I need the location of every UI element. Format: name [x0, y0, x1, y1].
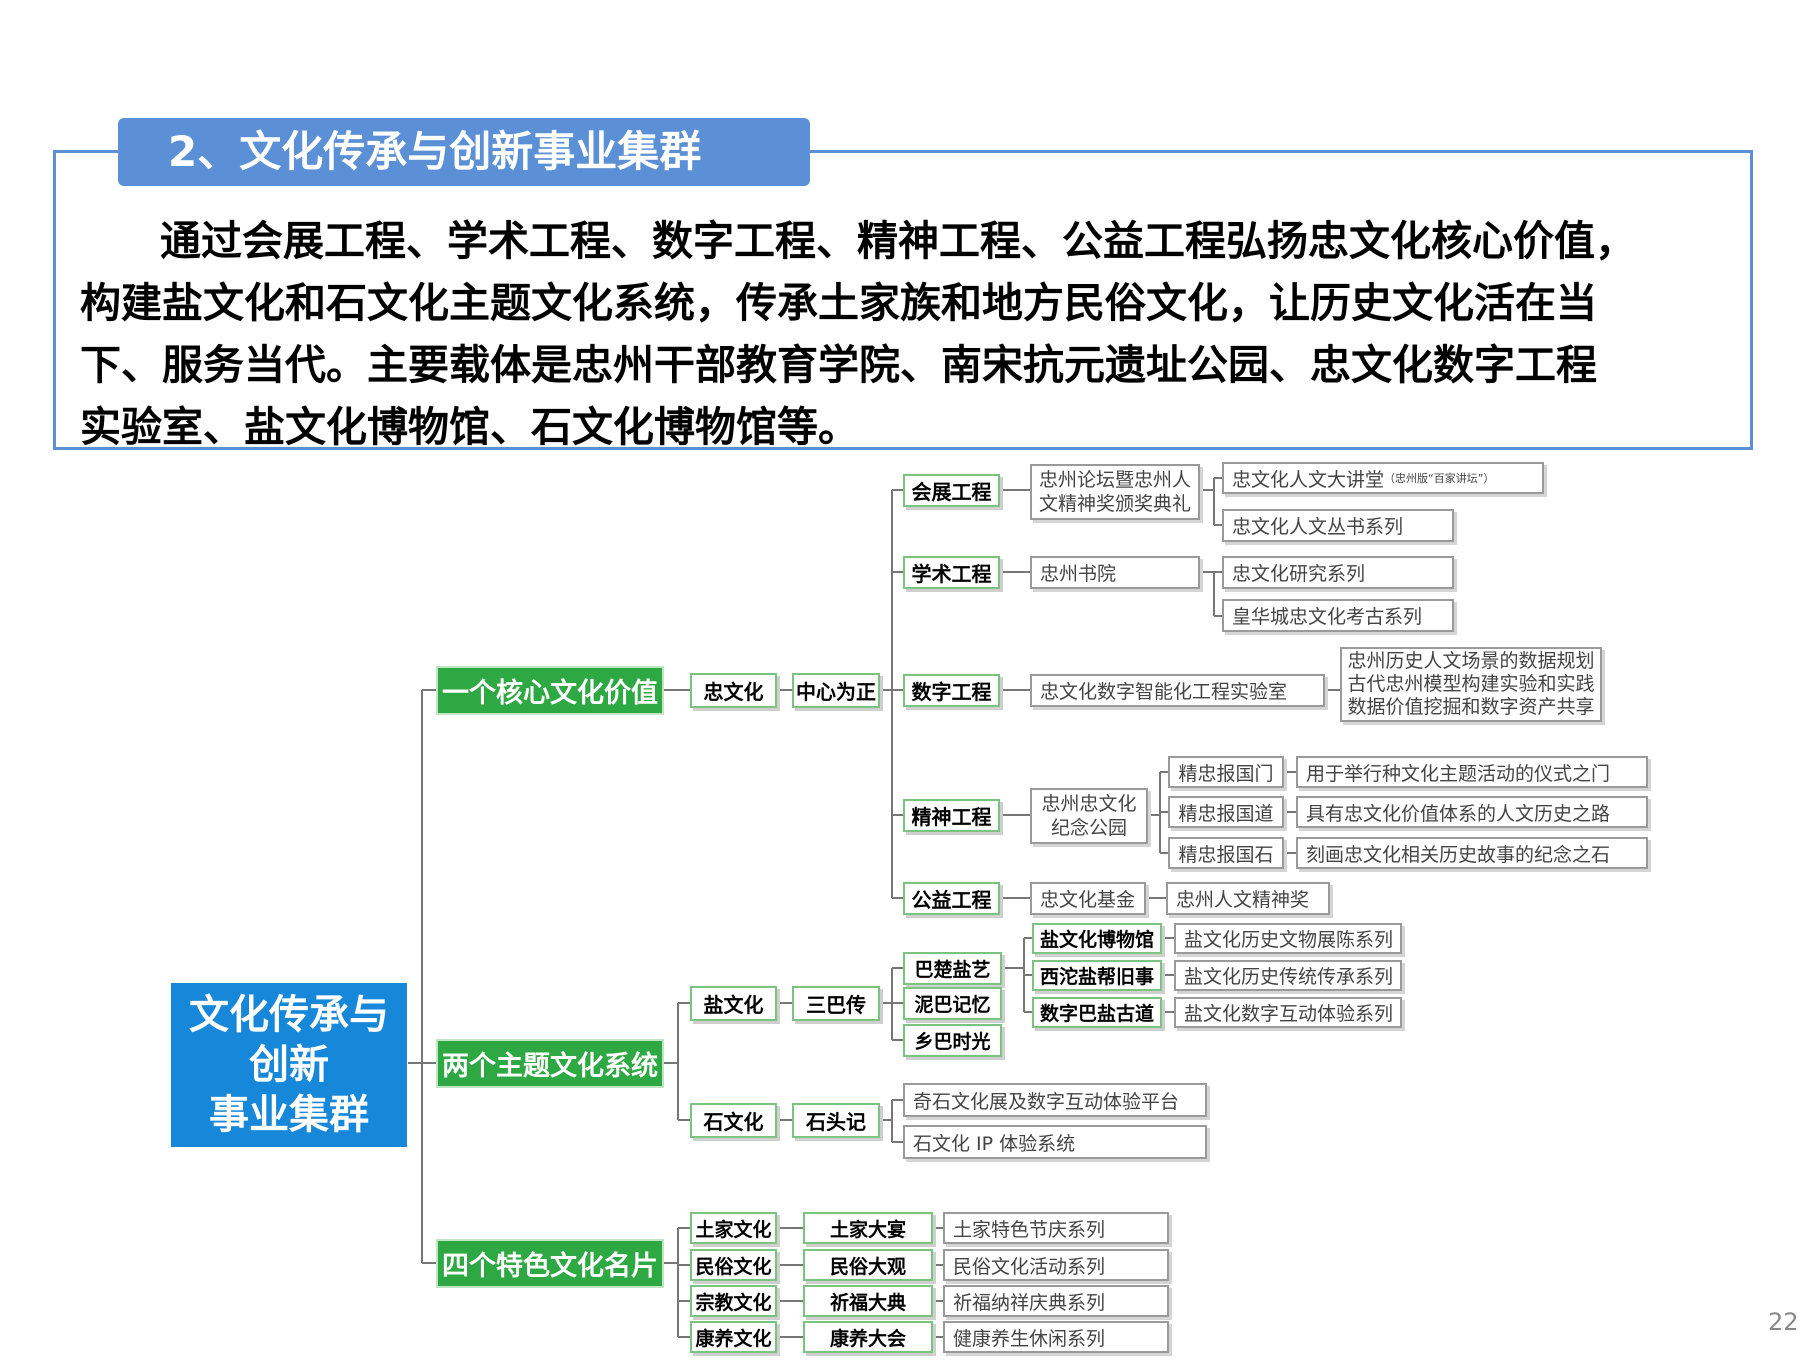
rural-time: 乡巴时光: [903, 1024, 1002, 1057]
salt-exhibition-series: 盐文化历史文物展陈系列: [1174, 923, 1402, 954]
intro-line-1: 通过会展工程、学术工程、数字工程、精神工程、公益工程弘扬忠文化核心价值，: [160, 217, 1636, 265]
zhongzhou-academy: 忠州书院: [1030, 556, 1200, 589]
wellness-series: 健康养生休闲系列: [943, 1321, 1169, 1353]
core-value-node: 一个核心文化价值: [436, 666, 664, 715]
root-line-1: 文化传承与: [189, 992, 389, 1038]
road-description: 具有忠文化价值体系的人文历史之路: [1296, 796, 1648, 828]
root-node: 文化传承与 创新 事业集群: [171, 983, 407, 1147]
intro-paragraph: 通过会展工程、学术工程、数字工程、精神工程、公益工程弘扬忠文化核心价值， 构建盐…: [80, 210, 1740, 458]
intro-frame: [53, 150, 1753, 450]
stone-description: 刻画忠文化相关历史故事的纪念之石: [1296, 837, 1648, 869]
page-number: 22: [1768, 1308, 1799, 1336]
gate-description: 用于举行种文化主题活动的仪式之门: [1296, 756, 1648, 788]
zhong-research-series: 忠文化研究系列: [1222, 556, 1454, 589]
xueshu-project: 学术工程: [903, 556, 1000, 589]
salt-culture-node: 盐文化: [690, 986, 777, 1021]
tujia-culture: 土家文化: [690, 1212, 777, 1244]
jingzhong-gate: 精忠报国门: [1168, 756, 1284, 788]
intro-line-4: 实验室、盐文化博物馆、石文化博物馆等。: [80, 403, 859, 451]
lecture-hall-label: 忠文化人文大讲堂: [1232, 468, 1385, 491]
memorial-park-line-2: 纪念公园: [1050, 817, 1127, 839]
humanities-spirit-award: 忠州人文精神奖: [1166, 882, 1330, 915]
huizhan-forum-line-2: 文精神奖颁奖典礼: [1038, 493, 1191, 515]
folk-panorama: 民俗大观: [803, 1249, 933, 1281]
huizhan-forum-line-1: 忠州论坛暨忠州人: [1038, 469, 1191, 491]
folk-culture: 民俗文化: [690, 1249, 777, 1281]
wellness-culture: 康养文化: [690, 1321, 777, 1353]
center-upright-node: 中心为正: [792, 673, 880, 708]
huizhan-forum: 忠州论坛暨忠州人 文精神奖颁奖典礼: [1030, 464, 1200, 520]
lecture-hall: 忠文化人文大讲堂 （忠州版“百家讲坛”）: [1222, 462, 1544, 494]
intro-line-3: 下、服务当代。主要载体是忠州干部教育学院、南宋抗元遗址公园、忠文化数字工程: [80, 341, 1597, 389]
zhong-culture-node: 忠文化: [690, 673, 777, 708]
sanba-node: 三巴传: [792, 986, 880, 1021]
tujia-festival-series: 土家特色节庆系列: [943, 1212, 1169, 1244]
intro-line-2: 构建盐文化和石文化主题文化系统，传承土家族和地方民俗文化，让历史文化活在当: [80, 279, 1597, 327]
xituo-salt-story: 西沱盐帮旧事: [1032, 960, 1162, 991]
stone-ip-system: 石文化 IP 体验系统: [903, 1125, 1207, 1159]
culture-cards-node: 四个特色文化名片: [436, 1239, 664, 1288]
root-line-2: 创新: [249, 1042, 329, 1088]
mud-memory: 泥巴记忆: [903, 987, 1002, 1020]
religious-culture: 宗教文化: [690, 1285, 777, 1317]
salt-museum: 盐文化博物馆: [1032, 923, 1162, 954]
jingshen-project: 精神工程: [903, 799, 1000, 832]
digital-salt-road: 数字巴盐古道: [1032, 997, 1162, 1028]
salt-tradition-series: 盐文化历史传统传承系列: [1174, 960, 1402, 991]
section-title: 2、文化传承与创新事业集群: [118, 118, 810, 186]
zhong-foundation: 忠文化基金: [1030, 882, 1146, 915]
jingzhong-road: 精忠报国道: [1168, 796, 1284, 828]
digital-output-3: 数据价值挖掘和数字资产共享: [1347, 696, 1595, 718]
gongyi-project: 公益工程: [903, 882, 1000, 915]
humanities-book-series: 忠文化人文丛书系列: [1222, 509, 1454, 542]
stone-record-node: 石头记: [792, 1103, 880, 1138]
stone-culture-node: 石文化: [690, 1103, 777, 1138]
tujia-feast: 土家大宴: [803, 1212, 933, 1244]
blessing-series: 祈福纳祥庆典系列: [943, 1285, 1169, 1317]
digital-lab: 忠文化数字智能化工程实验室: [1030, 674, 1325, 707]
digital-output-2: 古代忠州模型构建实验和实践: [1347, 673, 1595, 695]
root-line-3: 事业集群: [209, 1092, 369, 1138]
shuzi-project: 数字工程: [903, 674, 1000, 707]
theme-system-node: 两个主题文化系统: [436, 1039, 664, 1088]
salt-digital-series: 盐文化数字互动体验系列: [1174, 997, 1402, 1028]
digital-lab-outputs: 忠州历史人文场景的数据规划 古代忠州模型构建实验和实践 数据价值挖掘和数字资产共…: [1340, 647, 1602, 722]
stone-exhibition-platform: 奇石文化展及数字互动体验平台: [903, 1083, 1207, 1117]
wellness-conference: 康养大会: [803, 1321, 933, 1353]
folk-activity-series: 民俗文化活动系列: [943, 1249, 1169, 1281]
lecture-hall-note: （忠州版“百家讲坛”）: [1384, 472, 1495, 485]
digital-output-1: 忠州历史人文场景的数据规划: [1347, 650, 1595, 672]
jingzhong-stone: 精忠报国石: [1168, 837, 1284, 869]
huanghua-archaeology-series: 皇华城忠文化考古系列: [1222, 599, 1454, 632]
memorial-park-line-1: 忠州忠文化: [1041, 793, 1137, 815]
bachu-salt-art: 巴楚盐艺: [903, 952, 1002, 985]
huizhan-project: 会展工程: [903, 474, 1000, 507]
memorial-park: 忠州忠文化 纪念公园: [1030, 788, 1148, 844]
blessing-ceremony: 祈福大典: [803, 1285, 933, 1317]
